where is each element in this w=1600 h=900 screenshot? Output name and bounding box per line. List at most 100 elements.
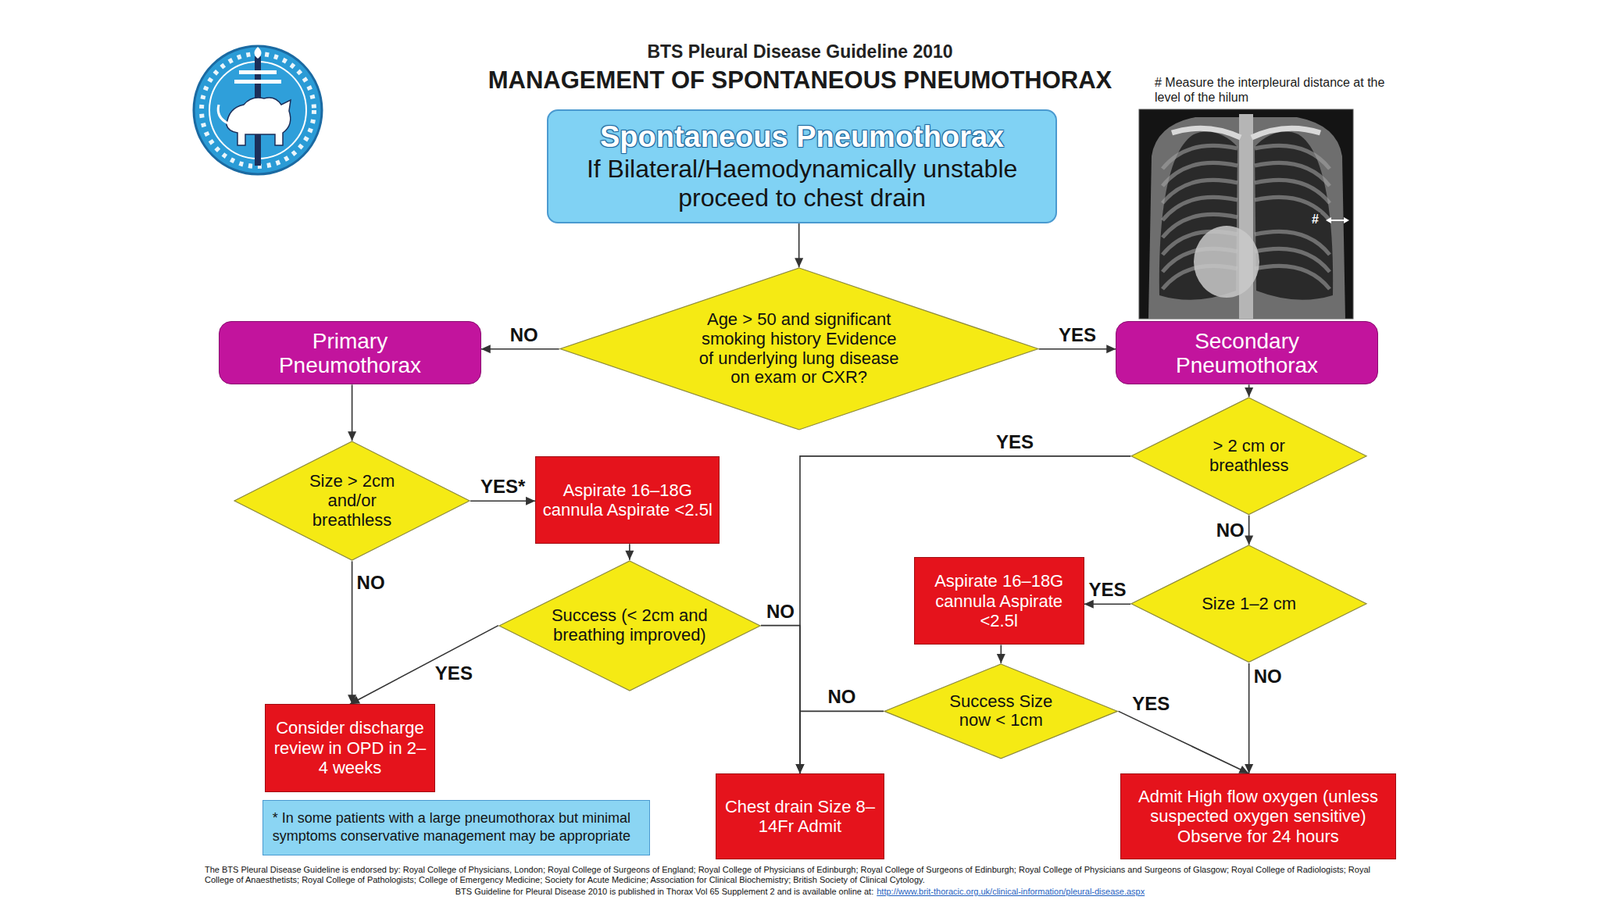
category-box: Secondary Pneumothorax bbox=[1115, 321, 1379, 385]
connector bbox=[1039, 344, 1117, 354]
edge-label: YES bbox=[1088, 580, 1126, 600]
arrow-head bbox=[996, 653, 1006, 664]
edge-label: YES bbox=[435, 664, 473, 683]
connector-line bbox=[1039, 348, 1117, 350]
arrow-head bbox=[795, 764, 804, 774]
connector-line bbox=[470, 500, 536, 502]
measure-arrowhead bbox=[1325, 217, 1332, 224]
connector bbox=[470, 496, 536, 506]
node-text: Secondary Pneumothorax bbox=[1157, 328, 1337, 379]
connector bbox=[1244, 515, 1254, 546]
connector bbox=[347, 384, 357, 441]
connector bbox=[795, 456, 1131, 774]
connector bbox=[795, 710, 884, 774]
process-box: Chest drain Size 8–14Fr Admit bbox=[715, 773, 886, 860]
connector bbox=[350, 625, 499, 705]
arrow-head bbox=[1244, 535, 1254, 545]
decision-diamond: Size > 2cm and/or breathless bbox=[233, 440, 471, 561]
arrow-head bbox=[481, 344, 491, 354]
logo-lion bbox=[226, 97, 291, 146]
diamond-shape bbox=[1131, 397, 1367, 515]
connector bbox=[481, 344, 560, 354]
process-box: Aspirate 16–18G cannula Aspirate <2.5l bbox=[914, 557, 1085, 645]
connector bbox=[1118, 710, 1250, 774]
diamond-shape bbox=[499, 560, 761, 691]
xray-clavicle bbox=[1171, 128, 1241, 138]
node-text: Size 1–2 cm bbox=[1199, 594, 1299, 615]
connector-line bbox=[481, 348, 560, 350]
arrow-head bbox=[525, 496, 536, 506]
connector-line bbox=[351, 560, 354, 704]
edge-label: YES* bbox=[480, 477, 525, 497]
note-box: * In some patients with a large pneumoth… bbox=[262, 800, 650, 856]
node-text: If Bilateral/Haemodynamically unstable p… bbox=[559, 154, 1045, 213]
decision-diamond: Success (< 2cm and breathing improved) bbox=[498, 560, 761, 692]
connector-line bbox=[1118, 710, 1250, 774]
logo-dots bbox=[201, 53, 315, 167]
logo-bar bbox=[239, 70, 277, 75]
edge-label: NO bbox=[1216, 521, 1245, 540]
measure-arrow bbox=[1329, 219, 1346, 222]
edge-label: NO bbox=[1253, 667, 1283, 686]
arrow-head bbox=[350, 696, 361, 704]
node-text: Success Size now < 1cm bbox=[944, 692, 1058, 731]
logo-flame bbox=[254, 46, 262, 59]
arrow-head bbox=[1238, 765, 1249, 774]
process-box: Aspirate 16–18G cannula Aspirate <2.5l bbox=[535, 456, 720, 544]
node-text: Consider discharge review in OPD in 2–4 … bbox=[271, 717, 429, 778]
connector bbox=[1084, 600, 1131, 609]
process-box: Spontaneous PneumothoraxIf Bilateral/Hae… bbox=[546, 109, 1058, 224]
connector-line bbox=[800, 456, 1131, 774]
xray-film bbox=[1139, 109, 1354, 319]
node-text: * In some patients with a large pneumoth… bbox=[272, 809, 640, 847]
rib bbox=[1254, 265, 1330, 290]
diamond-shape bbox=[560, 267, 1039, 430]
arrow-head bbox=[795, 764, 804, 774]
logo-tail bbox=[217, 104, 229, 124]
decision-diamond: Success Size now < 1cm bbox=[883, 663, 1118, 760]
arrow-head bbox=[1106, 344, 1116, 354]
edge-label: NO bbox=[357, 573, 386, 593]
connector bbox=[794, 223, 804, 268]
connector bbox=[996, 644, 1006, 664]
logo-bar bbox=[234, 79, 282, 84]
footer-text: BTS Guideline for Pleural Disease 2010 i… bbox=[455, 886, 874, 897]
connector-line bbox=[350, 625, 499, 705]
sub-heading: BTS Pleural Disease Guideline 2010 bbox=[0, 42, 1600, 62]
measure-arrowhead bbox=[1343, 217, 1350, 224]
society-logo bbox=[193, 46, 322, 175]
node-text: Chest drain Size 8–14Fr Admit bbox=[722, 796, 879, 837]
xray-lung bbox=[1254, 132, 1333, 300]
edge-label: YES bbox=[996, 432, 1034, 452]
category-box: Primary Pneumothorax bbox=[218, 321, 482, 385]
edge-label: NO bbox=[828, 687, 857, 707]
edge-label: NO bbox=[766, 602, 795, 622]
node-text: Age > 50 and significant smoking history… bbox=[698, 310, 900, 388]
chest-xray bbox=[1139, 109, 1354, 319]
logo-ring bbox=[193, 46, 322, 175]
footer-text: The BTS Pleural Disease Guideline is end… bbox=[204, 864, 1397, 886]
connector-line bbox=[1248, 663, 1250, 774]
edge-label: YES bbox=[1132, 694, 1170, 714]
connector-line bbox=[760, 625, 800, 774]
diamond-shape bbox=[1131, 545, 1367, 663]
edge-label: YES bbox=[1058, 325, 1097, 345]
node-text: Aspirate 16–18G cannula Aspirate <2.5l bbox=[542, 480, 713, 521]
connector bbox=[1244, 384, 1254, 397]
node-text: Success (< 2cm and breathing improved) bbox=[551, 606, 708, 645]
node-text: Admit High flow oxygen (unless suspected… bbox=[1127, 786, 1390, 847]
connector bbox=[347, 560, 357, 704]
node-text: Spontaneous Pneumothorax bbox=[600, 120, 1004, 155]
arrow-head bbox=[1244, 387, 1254, 397]
decision-diamond: Size 1–2 cm bbox=[1130, 544, 1368, 664]
xray-clavicle bbox=[1251, 128, 1321, 138]
arrow-head bbox=[794, 257, 804, 268]
note-text: # Measure the interpleural distance at t… bbox=[1154, 75, 1390, 105]
connector bbox=[625, 543, 634, 560]
connector bbox=[760, 625, 805, 774]
diamond-shape bbox=[884, 664, 1118, 759]
footer-line: BTS Guideline for Pleural Disease 2010 i… bbox=[0, 886, 1600, 897]
diamond-shape bbox=[234, 441, 470, 561]
arrow-head bbox=[1084, 600, 1094, 609]
